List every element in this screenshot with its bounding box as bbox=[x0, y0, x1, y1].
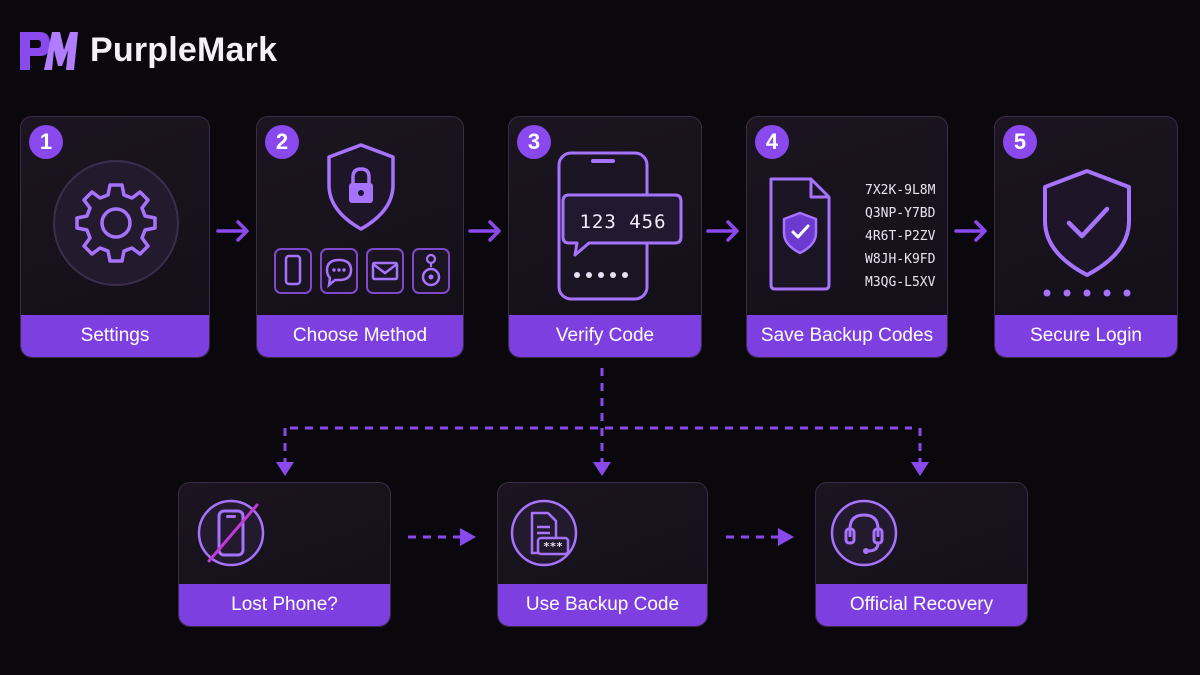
backup-code: 4R6T-P2ZV bbox=[865, 229, 936, 244]
password-dots bbox=[1043, 289, 1131, 297]
backup-code: Q3NP-Y7BD bbox=[865, 206, 936, 221]
step-number-badge: 5 bbox=[1003, 125, 1037, 159]
svg-text:***: *** bbox=[543, 540, 563, 553]
step-number-badge: 4 bbox=[755, 125, 789, 159]
chat-icon bbox=[320, 248, 358, 294]
document-shield-icon bbox=[769, 177, 831, 291]
step-arrow-1 bbox=[216, 220, 249, 242]
document-code-icon: *** bbox=[510, 499, 578, 567]
backup-code: M3QG-L5XV bbox=[865, 275, 936, 290]
step-label: Settings bbox=[21, 315, 209, 357]
recovery-card-official-recovery[interactable]: Official Recovery bbox=[815, 482, 1028, 627]
step-card-settings[interactable]: 1 Settings bbox=[20, 116, 210, 358]
step-arrow-3 bbox=[706, 220, 739, 242]
recovery-label: Lost Phone? bbox=[179, 584, 390, 626]
step-number-badge: 3 bbox=[517, 125, 551, 159]
step-label: Verify Code bbox=[509, 315, 701, 357]
recovery-card-use-backup-code[interactable]: *** Use Backup Code bbox=[497, 482, 708, 627]
brand: PurpleMark bbox=[18, 26, 277, 74]
phone-message-icon bbox=[557, 151, 683, 301]
step-label: Secure Login bbox=[995, 315, 1177, 357]
gear-icon bbox=[53, 160, 179, 286]
step-number-badge: 1 bbox=[29, 125, 63, 159]
branch-right-arrowhead bbox=[911, 462, 929, 476]
mail-icon bbox=[366, 248, 404, 294]
step-arrow-2 bbox=[468, 220, 501, 242]
security-key-icon bbox=[412, 248, 450, 294]
backup-code: W8JH-K9FD bbox=[865, 252, 936, 267]
phone-crossed-icon bbox=[197, 499, 265, 567]
brand-logo-icon bbox=[20, 32, 78, 70]
step-arrow-4 bbox=[954, 220, 987, 242]
backup-codes-list: 7X2K-9L8M Q3NP-Y7BD 4R6T-P2ZV W8JH-K9FD … bbox=[865, 179, 935, 294]
brand-name: PurpleMark bbox=[90, 30, 278, 69]
recovery-arrowhead-2 bbox=[778, 528, 794, 546]
shield-lock-icon bbox=[327, 143, 395, 231]
step-card-verify-code[interactable]: 123 456 3 Verify Code bbox=[508, 116, 702, 358]
step-card-secure-login[interactable]: 5 Secure Login bbox=[994, 116, 1178, 358]
branch-left-arrowhead bbox=[276, 462, 294, 476]
branch-mid-arrowhead bbox=[593, 462, 611, 476]
phone-icon bbox=[274, 248, 312, 294]
headset-icon bbox=[830, 499, 898, 567]
backup-code: 7X2K-9L8M bbox=[865, 183, 936, 198]
step-label: Save Backup Codes bbox=[747, 315, 947, 357]
shield-check-icon bbox=[1043, 169, 1131, 277]
verification-code: 123 456 bbox=[579, 211, 667, 233]
step-card-save-backup-codes[interactable]: 7X2K-9L8M Q3NP-Y7BD 4R6T-P2ZV W8JH-K9FD … bbox=[746, 116, 948, 358]
step-label: Choose Method bbox=[257, 315, 463, 357]
step-card-choose-method[interactable]: 2 Choose Method bbox=[256, 116, 464, 358]
step-number-badge: 2 bbox=[265, 125, 299, 159]
recovery-card-lost-phone[interactable]: Lost Phone? bbox=[178, 482, 391, 627]
recovery-arrowhead-1 bbox=[460, 528, 476, 546]
recovery-label: Use Backup Code bbox=[498, 584, 707, 626]
recovery-label: Official Recovery bbox=[816, 584, 1027, 626]
